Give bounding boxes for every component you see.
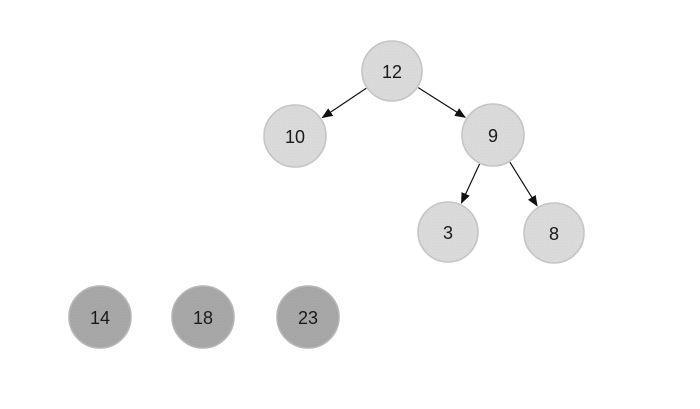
node-circle-12[interactable] (361, 40, 423, 102)
node-label-23: 23 (298, 308, 318, 328)
edge-12-to-9 (417, 87, 466, 118)
tree-node-12[interactable]: 12 (361, 40, 423, 102)
tree-node-8[interactable]: 8 (523, 202, 585, 264)
node-circle-18[interactable] (171, 285, 235, 349)
edge-12-to-10 (321, 87, 367, 119)
tree-edges (321, 87, 538, 207)
tree-node-10[interactable]: 10 (263, 104, 327, 168)
edge-9-to-8 (509, 161, 538, 207)
node-label-18: 18 (193, 308, 213, 328)
node-circle-23[interactable] (276, 285, 340, 349)
tree-node-9[interactable]: 9 (461, 103, 525, 167)
node-label-9: 9 (488, 126, 498, 146)
node-label-10: 10 (285, 127, 305, 147)
node-circle-3[interactable] (417, 201, 479, 263)
node-circle-10[interactable] (263, 104, 327, 168)
tree-node-14[interactable]: 14 (68, 285, 132, 349)
node-label-12: 12 (382, 62, 402, 82)
tree-node-3[interactable]: 3 (417, 201, 479, 263)
node-label-14: 14 (90, 308, 110, 328)
node-circle-14[interactable] (68, 285, 132, 349)
node-label-8: 8 (549, 224, 559, 244)
node-circle-9[interactable] (461, 103, 525, 167)
node-label-3: 3 (443, 223, 453, 243)
tree-node-18[interactable]: 18 (171, 285, 235, 349)
edge-9-to-3 (460, 163, 481, 204)
tree-node-23[interactable]: 23 (276, 285, 340, 349)
node-circle-8[interactable] (523, 202, 585, 264)
